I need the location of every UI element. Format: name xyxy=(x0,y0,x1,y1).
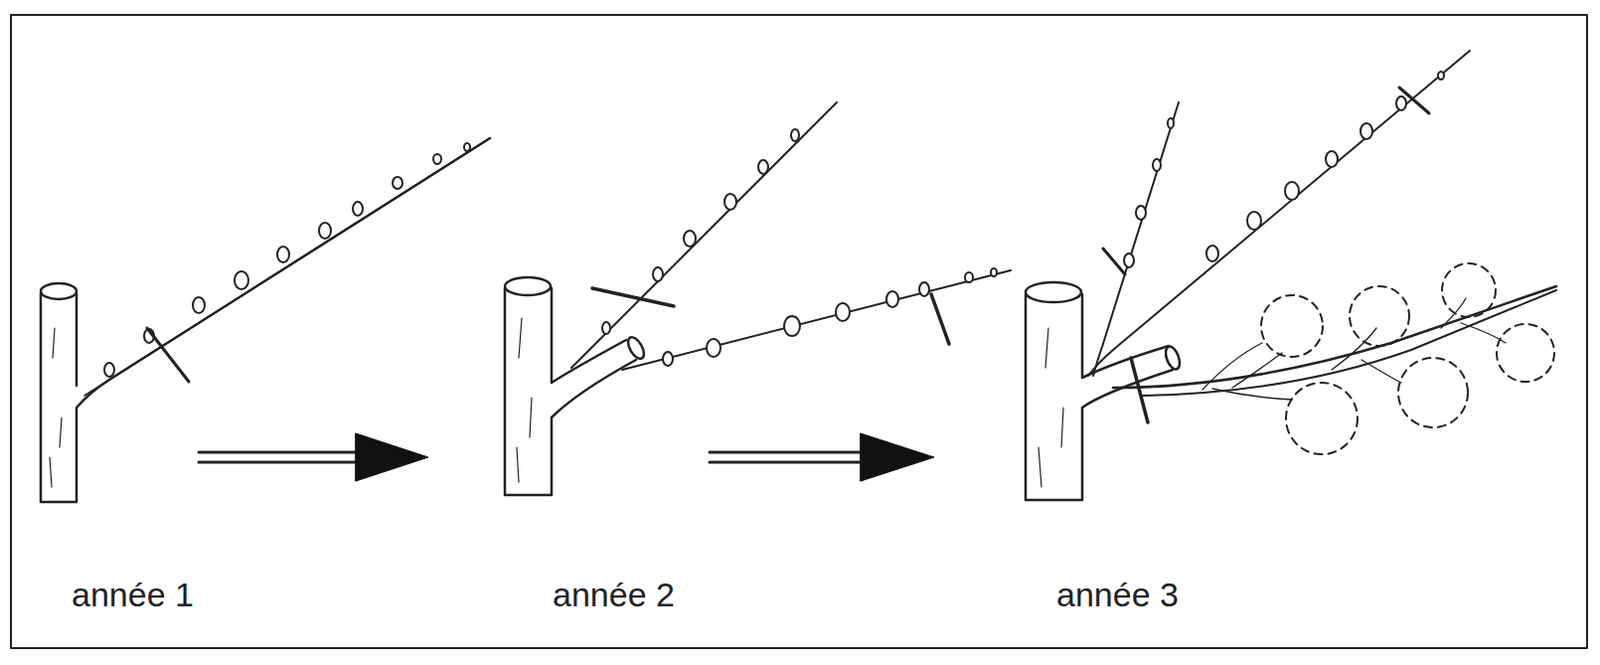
bud xyxy=(919,282,930,297)
bud xyxy=(1152,159,1161,171)
arrow-head xyxy=(860,433,935,481)
bud xyxy=(706,338,721,357)
fruit-outline xyxy=(1349,286,1410,346)
bud xyxy=(652,267,663,282)
bud xyxy=(791,129,800,142)
bud xyxy=(662,351,673,366)
bud xyxy=(835,303,850,321)
bud xyxy=(602,321,611,334)
bud xyxy=(1325,151,1338,167)
stub-cut xyxy=(1162,344,1182,372)
year3-plant xyxy=(1025,50,1557,500)
bud xyxy=(990,268,997,277)
bud xyxy=(352,201,363,216)
cut-mark xyxy=(1130,357,1148,423)
bud xyxy=(1206,245,1219,262)
bud xyxy=(683,230,696,247)
trunk-outline xyxy=(504,288,637,495)
cut-mark xyxy=(1399,87,1430,114)
step-arrow xyxy=(709,433,935,481)
arrow-head xyxy=(355,433,429,481)
bud xyxy=(192,297,205,314)
fruit-outline xyxy=(1261,295,1323,357)
fruit-stalk xyxy=(1202,342,1263,390)
arrow-shaft xyxy=(198,461,360,465)
bud xyxy=(234,271,249,290)
fruit-stalk xyxy=(1212,388,1292,400)
bud xyxy=(104,362,115,377)
bark-line xyxy=(1038,327,1064,487)
future-fruits xyxy=(1261,263,1555,455)
bud xyxy=(319,222,331,239)
year1-plant xyxy=(40,138,490,502)
bud xyxy=(392,176,403,189)
trunk-cut xyxy=(1025,282,1082,303)
bud xyxy=(724,193,737,210)
trunk-cut xyxy=(40,283,77,300)
bud xyxy=(1284,181,1299,200)
bud xyxy=(277,246,290,263)
fruit-outline xyxy=(1496,323,1555,382)
bud xyxy=(758,160,769,174)
buds xyxy=(602,129,997,366)
fruit-outline xyxy=(1285,382,1358,455)
trunk-outline xyxy=(1025,294,1173,500)
cut-mark xyxy=(592,288,674,307)
bud xyxy=(1360,123,1373,140)
bud xyxy=(1167,118,1174,129)
bud xyxy=(886,291,899,308)
bud xyxy=(1438,71,1444,80)
shoot xyxy=(84,140,487,396)
year-label: année 1 xyxy=(71,576,194,614)
cut-mark xyxy=(1103,248,1125,275)
step-arrow xyxy=(198,433,429,481)
fruit-outline xyxy=(1441,263,1496,318)
trunk-cut xyxy=(504,277,551,296)
trunk-outline xyxy=(75,293,79,386)
fruit-stalk xyxy=(1232,352,1282,388)
fruit-stalks xyxy=(1202,298,1506,400)
bud xyxy=(464,143,471,152)
shoot xyxy=(622,270,1011,370)
trunk-outline xyxy=(40,138,490,502)
arrow-shaft xyxy=(198,451,360,455)
bud xyxy=(964,272,973,283)
trunk-outline xyxy=(551,288,627,383)
bud xyxy=(1396,96,1407,111)
shoot xyxy=(1088,50,1470,376)
buds xyxy=(1123,71,1444,268)
bud xyxy=(784,316,800,336)
shoot xyxy=(1093,102,1179,376)
cut-mark xyxy=(147,327,189,382)
year2-plant xyxy=(504,102,1011,495)
arrow-shaft xyxy=(709,451,865,455)
cut-mark xyxy=(931,294,950,344)
bud xyxy=(1247,211,1262,230)
bark-line xyxy=(516,318,532,482)
arrow-shaft xyxy=(709,461,865,465)
bud xyxy=(1123,253,1134,268)
stub-cut xyxy=(625,334,647,362)
bud xyxy=(433,154,442,164)
frame xyxy=(10,14,1588,648)
bud xyxy=(1135,205,1146,220)
fruit-stalk xyxy=(1361,359,1402,383)
year-label: année 3 xyxy=(1056,576,1179,614)
year-label: année 2 xyxy=(552,576,675,614)
shoot xyxy=(571,102,837,368)
fruiting-branch xyxy=(1142,290,1557,396)
bark-line xyxy=(49,327,62,487)
fruit-outline xyxy=(1398,357,1468,428)
fruit-stalk xyxy=(1331,327,1377,370)
